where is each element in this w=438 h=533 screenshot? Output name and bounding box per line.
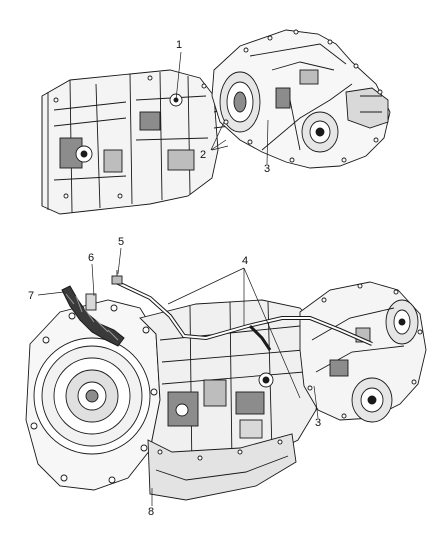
top-transfer-case: [211, 29, 391, 169]
callout-3-top: 3: [264, 163, 271, 175]
callout-2: 2: [200, 149, 207, 161]
callout-8: 8: [148, 506, 155, 518]
insulation-wrap: [61, 285, 125, 347]
bottom-leader-lines: [37, 247, 319, 506]
callout-6: 6: [88, 252, 95, 264]
callout-1: 1: [176, 39, 183, 51]
tube-clip: [85, 293, 97, 311]
callout-5: 5: [118, 236, 125, 248]
bottom-transfer-case: [299, 281, 427, 423]
callout-3-bottom: 3: [315, 417, 322, 429]
callout-7: 7: [28, 290, 35, 302]
breather-fitting: [111, 270, 123, 285]
callout-4: 4: [242, 255, 249, 267]
top-transmission-assembly: [41, 69, 233, 215]
bottom-transmission-assembly: [25, 299, 323, 501]
vent-hose-assembly: [115, 280, 373, 351]
top-leader-lines: [175, 51, 269, 165]
